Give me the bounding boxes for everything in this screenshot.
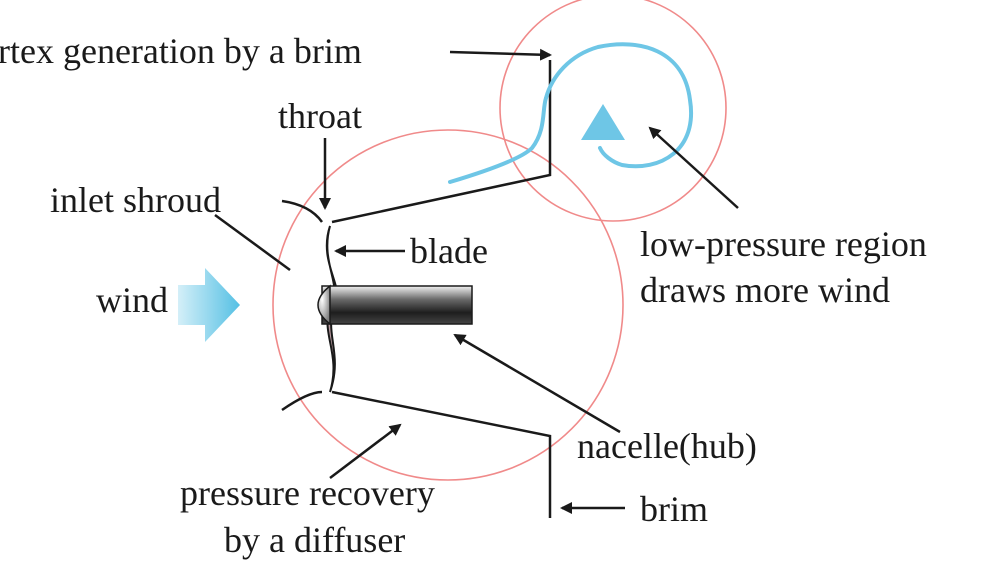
vortex-arrow-icon (581, 104, 625, 140)
nacelle-leader-arrow (453, 333, 621, 434)
inlet-shroud-upper-lip (281, 199, 324, 223)
inlet-shroud-leader (214, 213, 291, 272)
diffuser-upper-wall (331, 60, 552, 224)
vortex-region-circle (499, 0, 727, 222)
diffuser-region-circle (272, 129, 624, 481)
vortex-curve (448, 42, 694, 184)
low-pressure-label-line1: low-pressure region (640, 224, 927, 264)
brim-label: brim (640, 489, 708, 529)
wind-arrow-icon (178, 268, 240, 342)
low-pressure-leader-arrow (648, 126, 739, 209)
inlet-shroud-lower-lip (281, 390, 323, 412)
wind-label: wind (96, 280, 168, 320)
throat-label: throat (278, 96, 362, 136)
pressure-recovery-leader-arrow (329, 423, 402, 479)
hub-spinner (317, 284, 331, 326)
pressure-recovery-label-line1: pressure recovery (180, 473, 435, 513)
nacelle (321, 285, 473, 325)
blade-label: blade (410, 231, 488, 271)
inlet-shroud-label: inlet shroud (50, 180, 221, 220)
low-pressure-label-line2: draws more wind (640, 270, 890, 310)
vortex-leader-arrow (449, 48, 552, 61)
diffuser-lower-wall (331, 390, 552, 518)
pressure-recovery-label-line2: by a diffuser (224, 520, 405, 560)
nacelle-hub-label: nacelle(hub) (577, 426, 757, 466)
vortex-generation-label: rtex generation by a brim (0, 31, 362, 71)
